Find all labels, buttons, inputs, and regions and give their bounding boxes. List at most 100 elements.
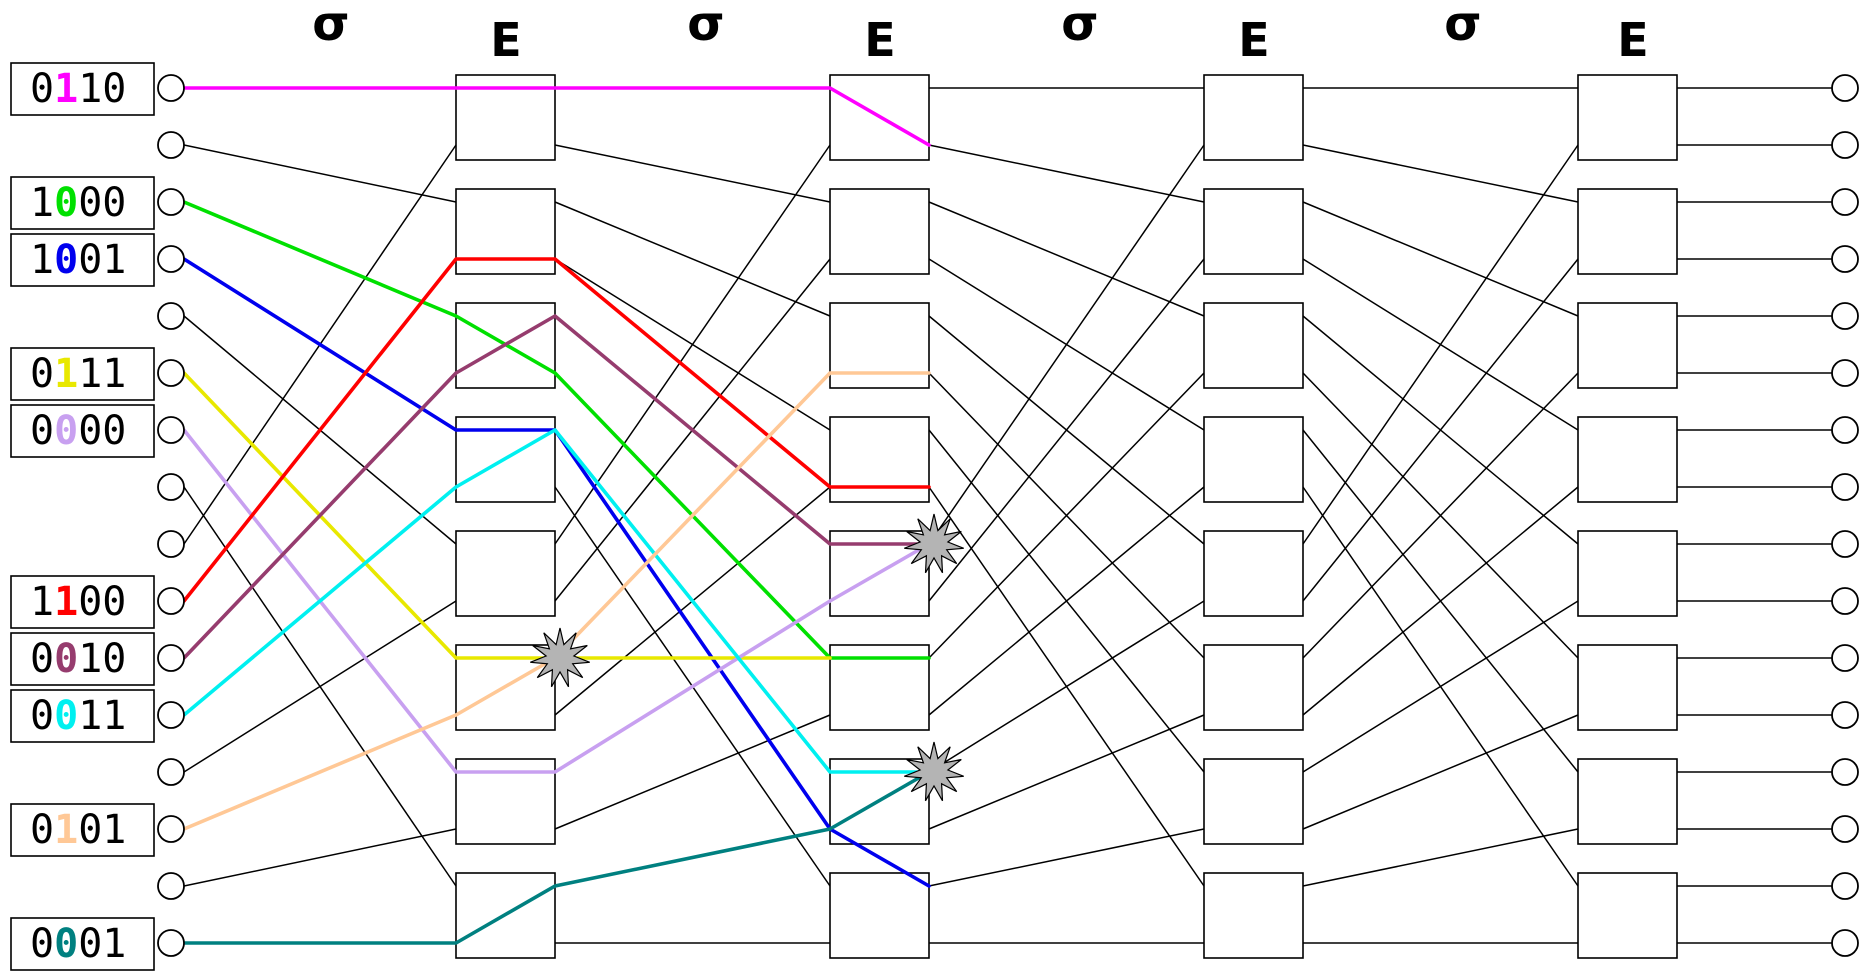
input-port [157,815,185,843]
output-port [1831,245,1859,273]
address-label: 0101 [30,807,126,853]
shuffle-wire [928,144,1205,203]
output-port [1831,131,1859,159]
address-prefix: 0 [30,66,54,112]
address-label-box [10,632,155,686]
shuffle-wire [928,144,1205,545]
shuffle-wire [928,201,1205,317]
exchange-switch [1577,188,1678,275]
address-label-box [10,233,155,287]
shuffle-wire [1302,486,1579,716]
routed-path [182,770,931,945]
shuffle-wire [1302,144,1579,203]
shuffle-wire [928,372,1205,659]
conflict-burst-icon [530,627,590,688]
exchange-switch [829,302,930,389]
input-port [157,416,185,444]
address-label: 0011 [30,693,126,739]
address-label: 0110 [30,66,126,112]
exchange-switch [1577,74,1678,161]
address-suffix: 11 [78,693,126,739]
shuffle-wire [554,144,831,545]
exchange-switch [1203,872,1304,959]
output-port [1831,74,1859,102]
exchange-switch [1577,872,1678,959]
input-port [157,758,185,786]
exchange-stage-label: E [864,13,895,67]
address-prefix: 0 [30,636,54,682]
address-prefix: 1 [30,237,54,283]
address-suffix: 00 [78,579,126,625]
output-port [1831,188,1859,216]
address-label: 1100 [30,579,126,625]
address-suffix: 10 [78,66,126,112]
shuffle-wire [1302,714,1579,830]
routed-path [182,428,931,774]
exchange-stage-label: E [1617,13,1648,67]
address-label: 0001 [30,921,126,967]
input-port [157,872,185,900]
exchange-switch [1203,188,1304,275]
shuffle-wire [928,486,1205,716]
exchange-switch [1577,530,1678,617]
conflict-burst-icon [904,741,964,802]
exchange-switch [1577,644,1678,731]
address-label-box [10,803,155,857]
address-label-box [10,917,155,971]
address-suffix: 01 [78,921,126,967]
shuffle-wire [928,828,1205,887]
input-port [157,302,185,330]
exchange-stage-label: E [1238,13,1269,67]
conflict-burst-icon [904,513,964,574]
routed-path [182,428,931,774]
shuffle-stage-label: σ [1061,0,1098,52]
shuffle-wire [928,258,1205,602]
shuffle-wire [554,144,831,203]
shuffle-wire [1302,600,1579,773]
shuffle-wire [1302,828,1579,887]
shuffle-stage-label: σ [1444,0,1481,52]
shuffle-stage-label: σ [312,0,349,52]
address-label: 1000 [30,180,126,226]
output-port [1831,929,1859,957]
output-port [1831,587,1859,615]
output-port [1831,530,1859,558]
shuffle-wire [1302,258,1579,602]
address-label-box [10,689,155,743]
input-port [157,701,185,729]
input-port [157,359,185,387]
exchange-switch [1203,530,1304,617]
address-highlight-bit: 1 [54,807,78,853]
shuffle-stage-label: σ [687,0,724,52]
exchange-switch [1577,416,1678,503]
address-suffix: 10 [78,636,126,682]
address-highlight-bit: 0 [54,180,78,226]
exchange-switch [1203,644,1304,731]
address-prefix: 1 [30,579,54,625]
address-highlight-bit: 0 [54,237,78,283]
routed-path [182,86,931,147]
address-highlight-bit: 0 [54,693,78,739]
shuffle-wire [928,714,1205,830]
input-port [157,587,185,615]
output-port [1831,758,1859,786]
exchange-switch [829,872,930,959]
address-suffix: 01 [78,237,126,283]
shuffle-wire [1302,144,1579,545]
routed-path [182,257,931,603]
address-suffix: 00 [78,180,126,226]
shuffle-wire [183,600,457,773]
input-port [157,245,185,273]
exchange-switch [1203,74,1304,161]
address-prefix: 0 [30,807,54,853]
address-prefix: 1 [30,180,54,226]
address-label: 0000 [30,408,126,454]
routed-path [182,314,931,660]
shuffle-wire [183,828,457,887]
ports [157,74,1859,957]
exchange-stage-label: E [490,13,521,67]
address-suffix: 11 [78,351,126,397]
